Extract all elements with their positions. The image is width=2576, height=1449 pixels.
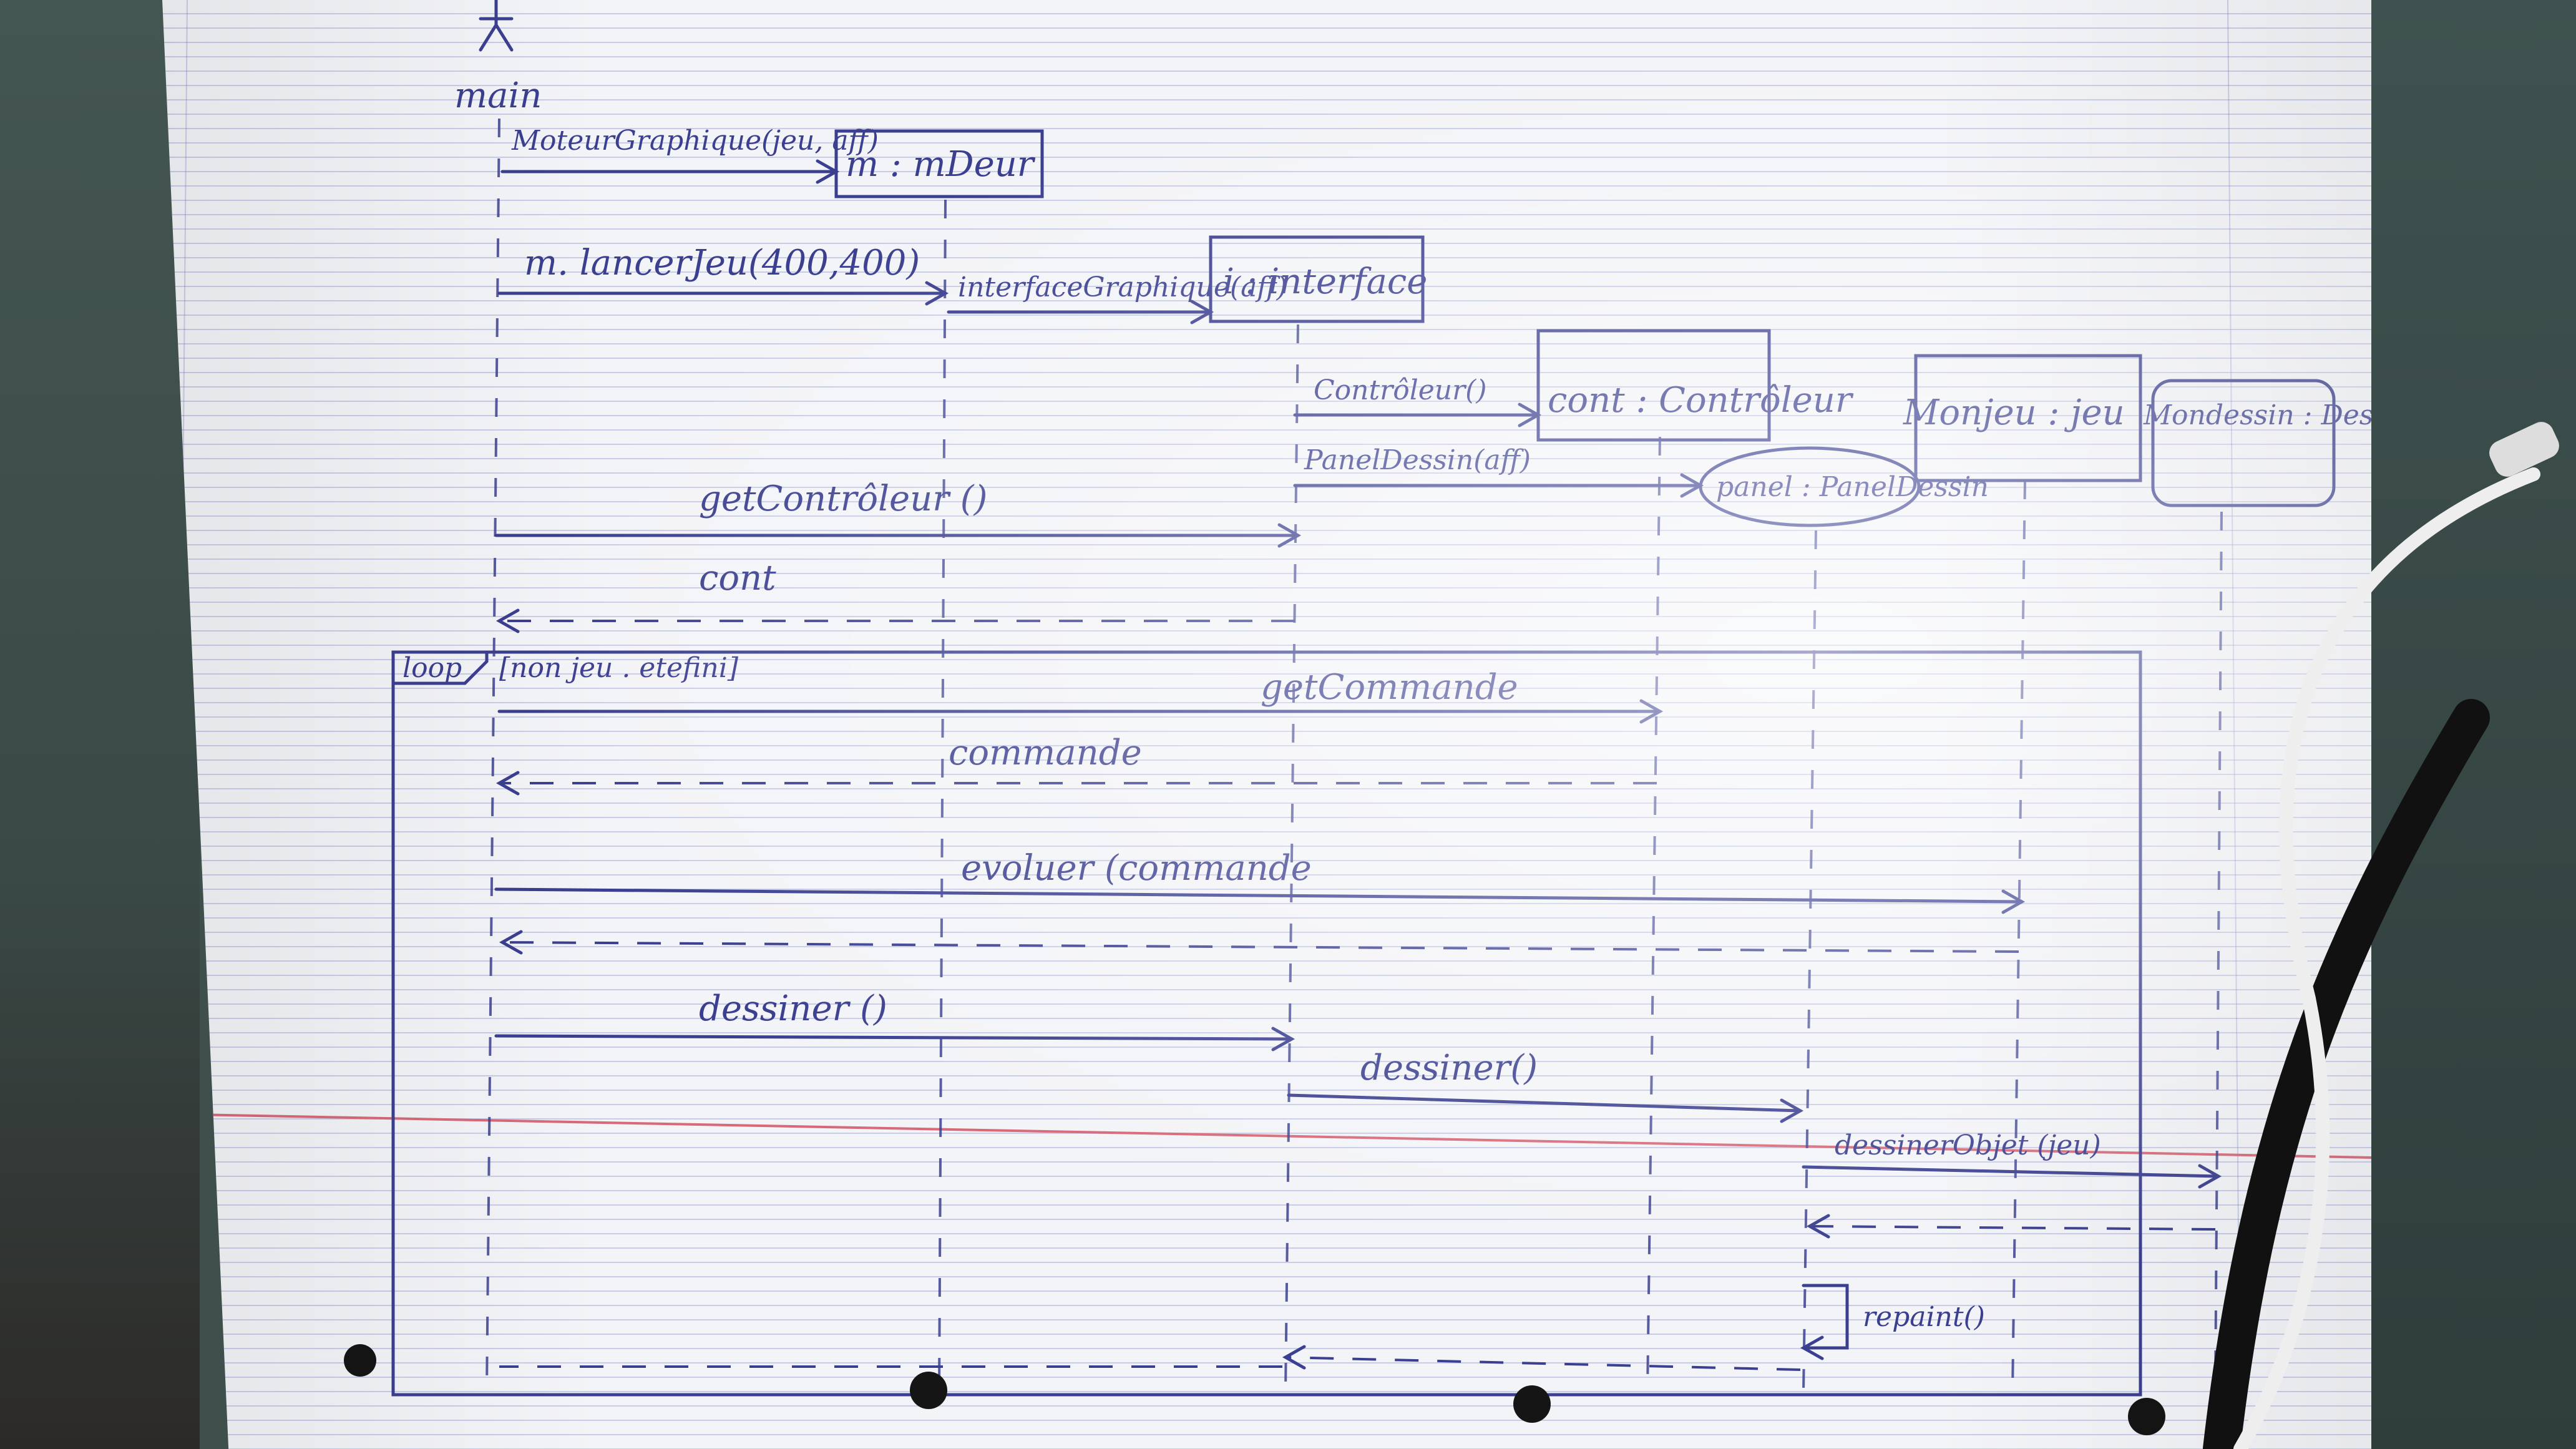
message-m5: PanelDessin(aff) bbox=[1293, 444, 1704, 498]
cable-plug-icon bbox=[2489, 422, 2559, 477]
svg-text:repaint(): repaint() bbox=[1863, 1301, 1985, 1333]
margin-line bbox=[162, 1113, 2371, 1159]
message-m3: interfaceGraphique(aff) bbox=[947, 271, 1287, 324]
message-m2: m. lancerJeu(400,400) bbox=[497, 243, 949, 306]
svg-text:[non jeu . etefini]: [non jeu . etefini] bbox=[499, 652, 739, 684]
svg-text:MoteurGraphique(jeu, aff): MoteurGraphique(jeu, aff) bbox=[511, 125, 879, 157]
binder-hole bbox=[2128, 1398, 2165, 1435]
desk-left bbox=[0, 0, 200, 1449]
grid-line bbox=[2227, 0, 2241, 1449]
sequence-diagram: main m : mDeur i : interface cont : Cont… bbox=[162, 0, 2371, 1449]
actor-label: main bbox=[454, 76, 542, 116]
svg-text:evoluer (commande: evoluer (commande bbox=[961, 848, 1312, 889]
svg-text:m. lancerJeu(400,400): m. lancerJeu(400,400) bbox=[524, 243, 920, 283]
actor-icon bbox=[479, 0, 514, 52]
notebook-paper: main m : mDeur i : interface cont : Cont… bbox=[162, 0, 2371, 1449]
svg-text:panel : PanelDessin: panel : PanelDessin bbox=[1716, 471, 1989, 503]
svg-text:interfaceGraphique(aff): interfaceGraphique(aff) bbox=[958, 271, 1287, 303]
message-m4: Contrôleur() bbox=[1293, 374, 1542, 427]
message-m12: dessiner() bbox=[1287, 1048, 1804, 1123]
participant-moteur: m : mDeur bbox=[834, 129, 1044, 198]
lifeline-interface bbox=[1284, 324, 1299, 1392]
svg-text:commande: commande bbox=[949, 733, 1142, 773]
lifeline-main bbox=[485, 118, 500, 1392]
binder-hole bbox=[344, 1344, 376, 1377]
loop-frame: loop [non jeu . etefini] bbox=[391, 650, 2142, 1397]
message-m7: cont bbox=[495, 558, 1295, 633]
message-m14: repaint() bbox=[1800, 1284, 1985, 1360]
participant-jeu: Monjeu : jeu bbox=[1903, 354, 2142, 482]
lifeline-dessin bbox=[2214, 511, 2223, 1392]
binder-hole bbox=[910, 1372, 947, 1409]
svg-text:dessiner (): dessiner () bbox=[699, 988, 887, 1029]
svg-text:getCommande: getCommande bbox=[1261, 667, 1518, 708]
message-m6: getContrôleur () bbox=[494, 479, 1302, 548]
svg-text:Monjeu : jeu: Monjeu : jeu bbox=[1903, 393, 2125, 433]
svg-text:dessinerObjet (jeu): dessinerObjet (jeu) bbox=[1835, 1129, 2101, 1161]
message-m9: commande bbox=[495, 733, 1657, 796]
svg-text:m : mDeur: m : mDeur bbox=[846, 144, 1036, 185]
message-m13: dessinerObjet (jeu) bbox=[1802, 1129, 2222, 1189]
dark-cable bbox=[2203, 699, 2490, 1449]
svg-text:PanelDessin(aff): PanelDessin(aff) bbox=[1304, 444, 1531, 476]
lifeline-jeu bbox=[2011, 480, 2026, 1392]
participant-interface: i : interface bbox=[1209, 235, 1427, 323]
message-m11-return bbox=[499, 930, 2019, 955]
participant-dessin: Mondessin : DessinJeu bbox=[2143, 379, 2371, 507]
svg-text:i : interface: i : interface bbox=[1223, 261, 1427, 302]
message-m8: getCommande bbox=[497, 667, 1664, 724]
message-m10: evoluer (commande bbox=[494, 848, 2026, 914]
svg-text:getContrôleur (): getContrôleur () bbox=[699, 479, 988, 519]
message-m11: dessiner () bbox=[494, 988, 1295, 1051]
binder-hole bbox=[1513, 1385, 1551, 1423]
svg-text:cont: cont bbox=[699, 558, 776, 598]
message-m1: MoteurGraphique(jeu, aff) bbox=[500, 125, 879, 184]
white-cable bbox=[2233, 467, 2540, 1449]
svg-text:cont : Contrôleur: cont : Contrôleur bbox=[1548, 380, 1854, 421]
participant-controleur: cont : Contrôleur bbox=[1536, 329, 1854, 442]
message-return-final bbox=[499, 1345, 1801, 1371]
svg-text:loop: loop bbox=[402, 652, 462, 684]
svg-text:dessiner(): dessiner() bbox=[1360, 1048, 1538, 1088]
svg-text:Mondessin : DessinJeu: Mondessin : DessinJeu bbox=[2143, 399, 2371, 431]
message-m13-return bbox=[1806, 1214, 2216, 1239]
svg-text:Contrôleur(): Contrôleur() bbox=[1314, 374, 1487, 406]
